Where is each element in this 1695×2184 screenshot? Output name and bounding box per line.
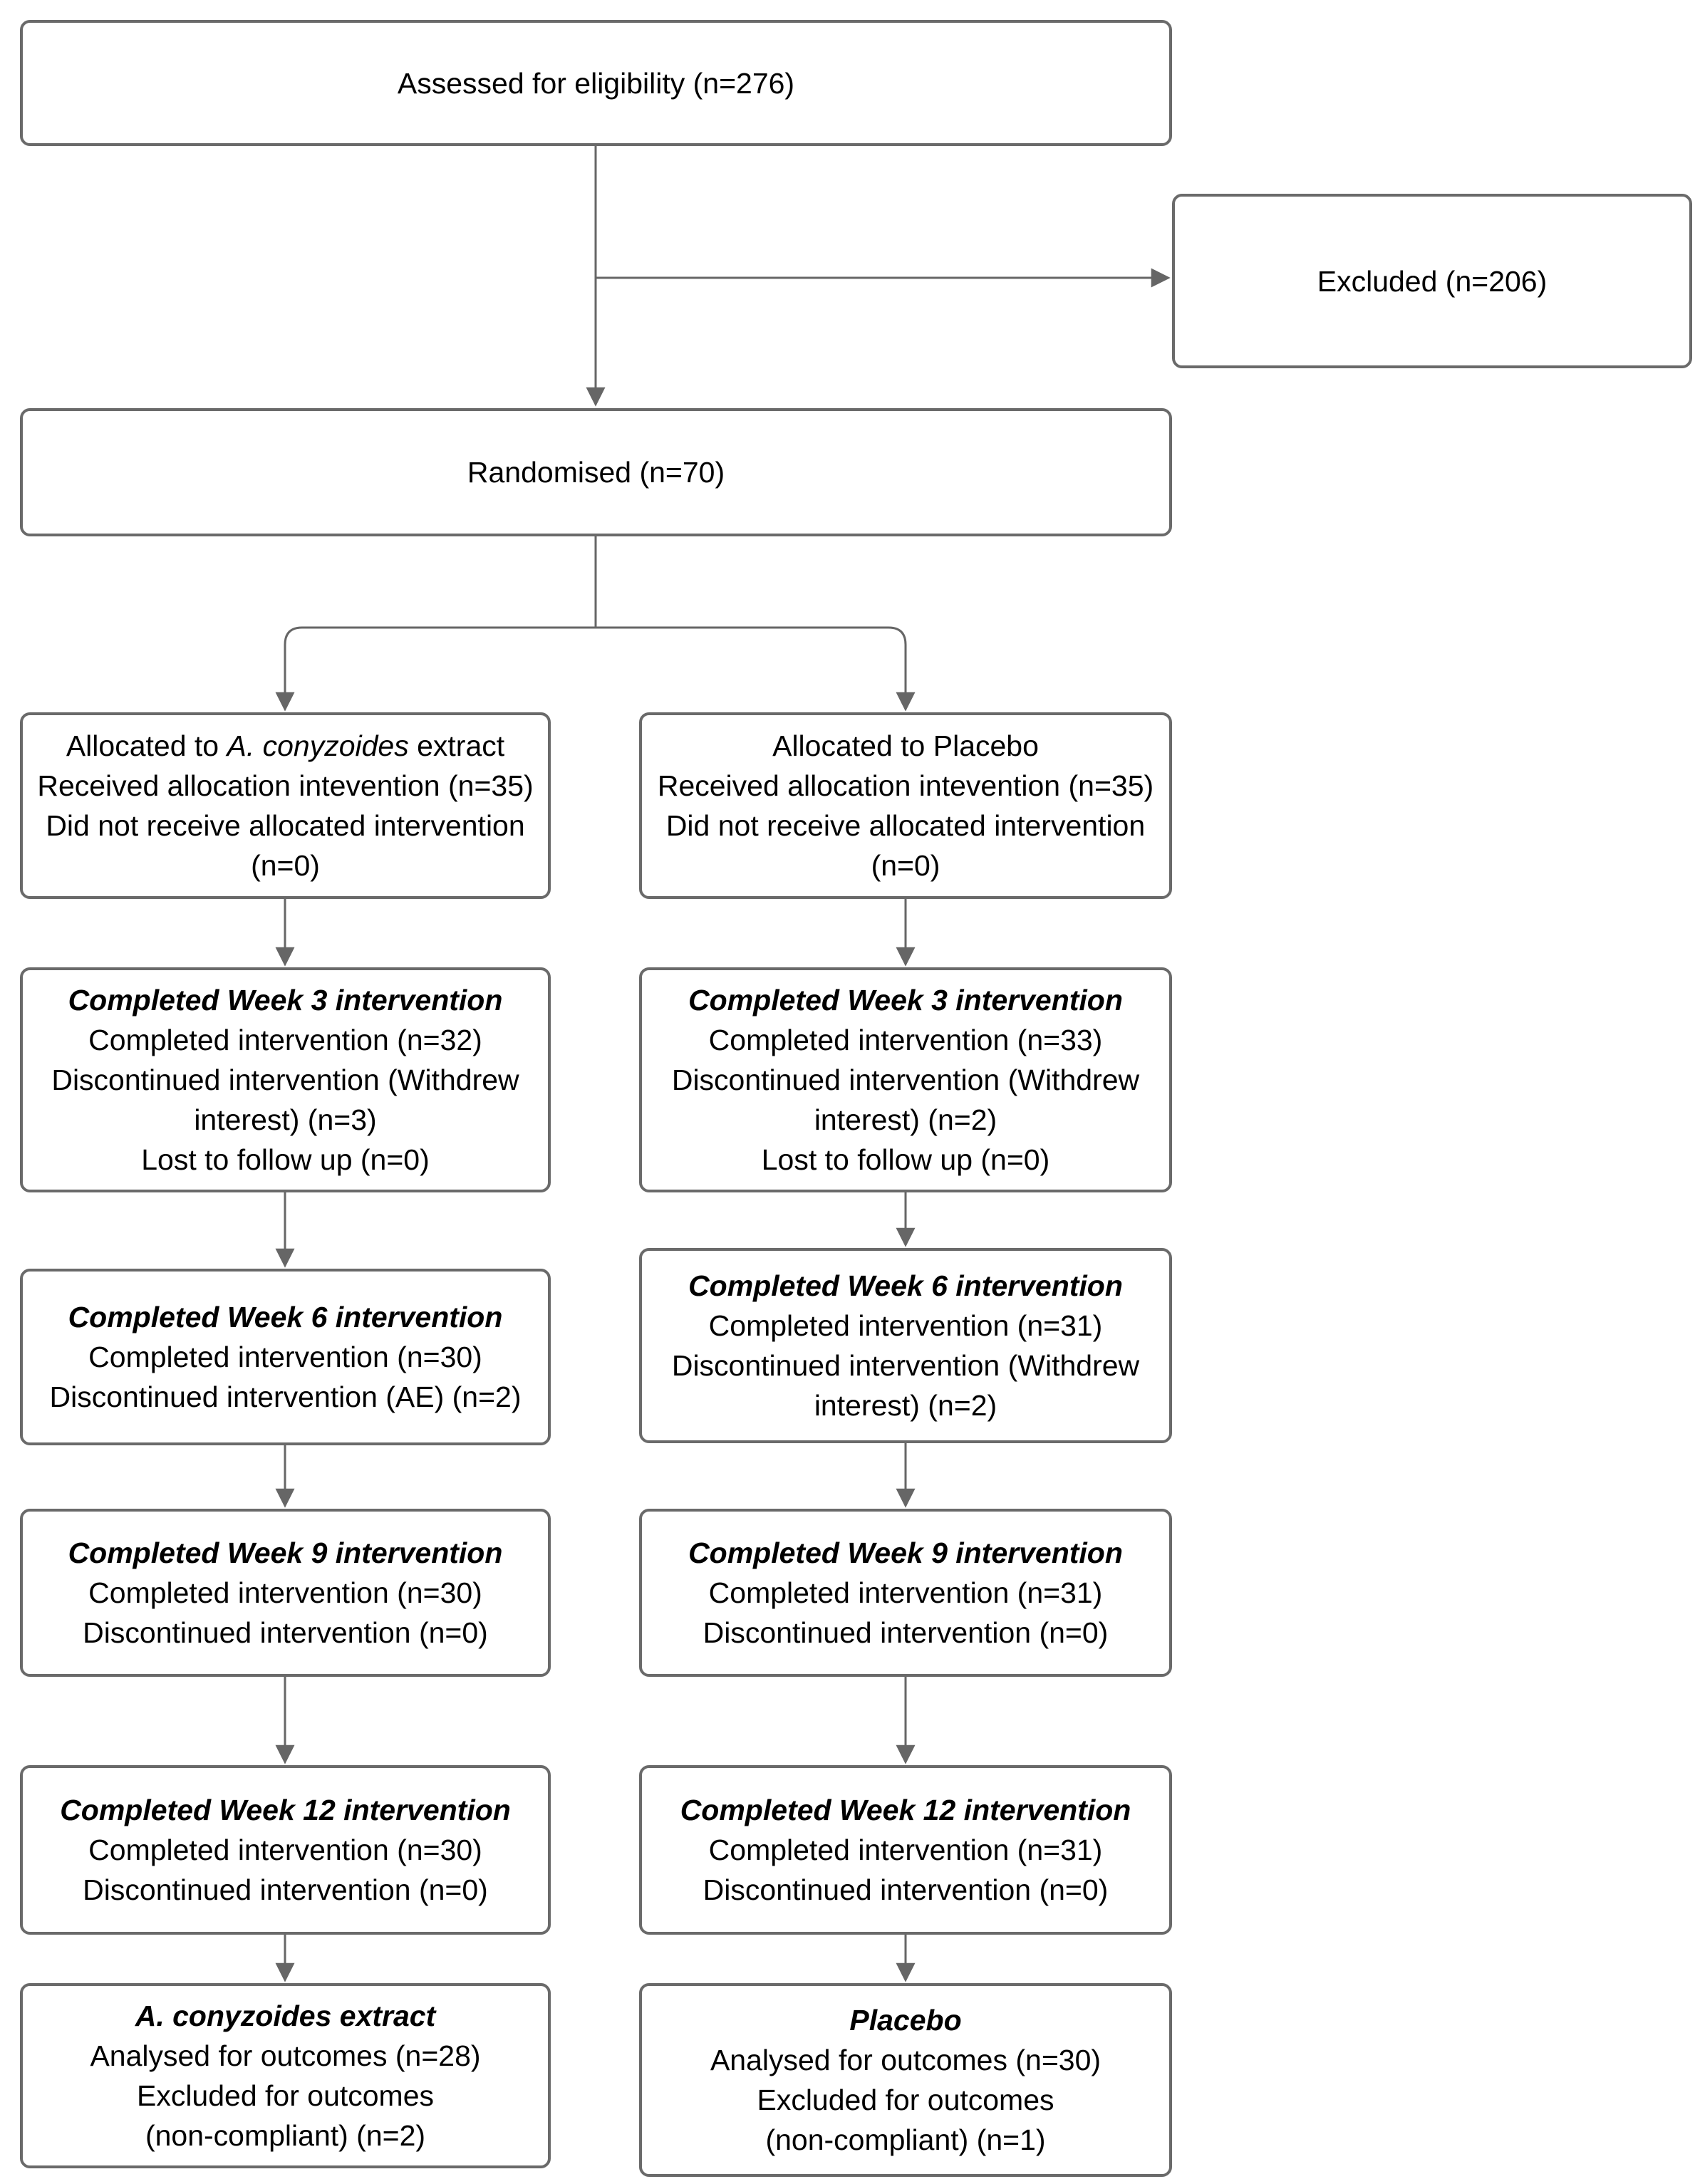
excluded-box: Excluded (n=206) — [1172, 194, 1692, 368]
week6-extract-box: Completed Week 6 intervention Completed … — [20, 1269, 551, 1445]
week3-title: Completed Week 3 intervention — [68, 984, 503, 1016]
box-line: (non-compliant) (n=1) — [765, 2123, 1046, 2156]
box-line: Discontinued intervention (n=0) — [703, 1873, 1109, 1906]
week9-title: Completed Week 9 intervention — [688, 1536, 1123, 1569]
box-line: Discontinued intervention (AE) (n=2) — [49, 1380, 522, 1413]
week6-placebo-box: Completed Week 6 intervention Completed … — [639, 1248, 1172, 1443]
assessed-eligibility-box: Assessed for eligibility (n=276) — [20, 20, 1172, 146]
analysis-placebo-box: Placebo Analysed for outcomes (n=30) Exc… — [639, 1983, 1172, 2177]
box-line: Lost to follow up (n=0) — [141, 1143, 430, 1176]
week12-title: Completed Week 12 intervention — [680, 1794, 1131, 1826]
assessed-text: Assessed for eligibility (n=276) — [397, 66, 795, 100]
analysis-extract-title: A. conyzoides extract — [135, 2000, 436, 2032]
allocation-title-suffix: extract — [408, 729, 505, 762]
box-line: Completed intervention (n=31) — [708, 1309, 1103, 1342]
week3-placebo-box: Completed Week 3 intervention Completed … — [639, 967, 1172, 1192]
box-line: Completed intervention (n=33) — [708, 1024, 1103, 1056]
box-line: Discontinued intervention (n=0) — [703, 1616, 1109, 1649]
box-line: Completed intervention (n=30) — [88, 1576, 482, 1609]
box-line: (n=0) — [871, 849, 940, 882]
allocation-title-prefix: Allocated to — [66, 729, 227, 762]
week9-placebo-box: Completed Week 9 intervention Completed … — [639, 1509, 1172, 1677]
excluded-text: Excluded (n=206) — [1317, 264, 1548, 298]
box-line: Completed intervention (n=32) — [88, 1024, 482, 1056]
box-line: (n=0) — [251, 849, 320, 882]
allocation-placebo-box: Allocated to Placebo Received allocation… — [639, 712, 1172, 899]
box-line: Completed intervention (n=31) — [708, 1576, 1103, 1609]
box-line: Analysed for outcomes (n=28) — [90, 2039, 481, 2072]
allocation-extract-title: Allocated to A. conyzoides extract — [66, 726, 504, 766]
species-name: A. conyzoides — [227, 729, 409, 762]
box-line: Lost to follow up (n=0) — [761, 1143, 1050, 1176]
box-line: Discontinued intervention (Withdrew — [671, 1349, 1140, 1382]
box-line: Discontinued intervention (Withdrew — [671, 1064, 1140, 1096]
week12-placebo-box: Completed Week 12 intervention Completed… — [639, 1765, 1172, 1935]
box-line: Discontinued intervention (Withdrew — [51, 1064, 519, 1096]
box-line: Completed intervention (n=30) — [88, 1834, 482, 1866]
box-line: Discontinued intervention (n=0) — [83, 1873, 488, 1906]
randomised-text: Randomised (n=70) — [467, 456, 725, 489]
week6-title: Completed Week 6 intervention — [68, 1301, 503, 1333]
randomised-box: Randomised (n=70) — [20, 408, 1172, 536]
week3-title: Completed Week 3 intervention — [688, 984, 1123, 1016]
box-line: Completed intervention (n=30) — [88, 1341, 482, 1373]
box-line: interest) (n=2) — [814, 1389, 997, 1422]
box-line: Received allocation intevention (n=35) — [657, 769, 1154, 802]
box-line: Excluded for outcomes — [136, 2079, 435, 2112]
box-line: Discontinued intervention (n=0) — [83, 1616, 488, 1649]
week12-extract-box: Completed Week 12 intervention Completed… — [20, 1765, 551, 1935]
box-line: Did not receive allocated intervention — [665, 809, 1146, 842]
box-line: Analysed for outcomes (n=30) — [710, 2044, 1102, 2076]
analysis-placebo-title: Placebo — [849, 2004, 962, 2037]
week9-title: Completed Week 9 intervention — [68, 1536, 503, 1569]
box-line: Received allocation intevention (n=35) — [37, 769, 534, 802]
box-line: Excluded for outcomes — [757, 2084, 1054, 2116]
box-line: Allocated to Placebo — [772, 729, 1039, 762]
week6-title: Completed Week 6 intervention — [688, 1269, 1123, 1302]
connector-branch-left — [275, 626, 596, 712]
week9-extract-box: Completed Week 9 intervention Completed … — [20, 1509, 551, 1677]
box-line: Completed intervention (n=31) — [708, 1834, 1103, 1866]
allocation-extract-box: Allocated to A. conyzoides extract Recei… — [20, 712, 551, 899]
week3-extract-box: Completed Week 3 intervention Completed … — [20, 967, 551, 1192]
connector-branch-right — [596, 626, 916, 712]
week12-title: Completed Week 12 intervention — [60, 1794, 511, 1826]
box-line: interest) (n=3) — [194, 1103, 377, 1136]
box-line: (non-compliant) (n=2) — [145, 2119, 426, 2152]
analysis-extract-box: A. conyzoides extract Analysed for outco… — [20, 1983, 551, 2168]
box-line: Did not receive allocated intervention — [46, 809, 525, 842]
box-line: interest) (n=2) — [814, 1103, 997, 1136]
